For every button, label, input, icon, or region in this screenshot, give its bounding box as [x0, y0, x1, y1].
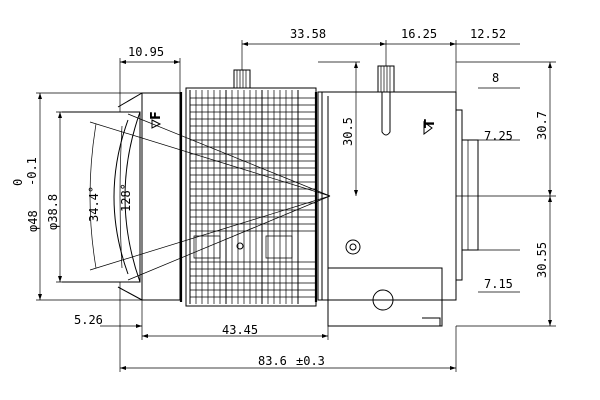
- arrowheads: [38, 42, 552, 370]
- dim-8: 8: [492, 71, 499, 85]
- dim-30-55: 30.55: [535, 242, 549, 278]
- dim-phi48-tol-top: 0: [11, 179, 25, 186]
- top-dimensions: 10.95 33.58 16.25 12.52 8: [119, 27, 520, 112]
- view-angle-lines: 34.4° 128°: [87, 113, 331, 281]
- bottom-dimensions: 5.26 43.45 83.6 ±0.3: [74, 282, 457, 372]
- dim-43-45: 43.45: [222, 323, 258, 337]
- dim-12-52: 12.52: [470, 27, 506, 41]
- dim-7-15: 7.15: [484, 277, 513, 291]
- angle-34-4-label: 34.4°: [87, 186, 101, 222]
- dim-83-6: 83.6: [258, 354, 287, 368]
- left-dimensions: φ48 0 -0.1 φ38.8: [11, 92, 142, 301]
- knurled-rings: [179, 69, 318, 307]
- dim-phi48: φ48: [26, 210, 40, 232]
- dim-30-7: 30.7: [535, 111, 549, 140]
- iris-triangle-icon: [423, 121, 433, 135]
- dim-phi38-8: φ38.8: [46, 194, 60, 230]
- front-housing: [62, 92, 181, 301]
- right-dimensions: 30.7 30.55 7.25 7.15 30.5: [318, 61, 556, 327]
- dim-30-5: 30.5: [341, 117, 355, 146]
- focus-arrow-icon: [151, 119, 162, 129]
- dim-phi48-tol-bottom: -0.1: [25, 157, 39, 186]
- dim-7-25: 7.25: [484, 129, 513, 143]
- angle-128-label: 128°: [119, 183, 133, 212]
- iris-mark: T: [423, 119, 438, 128]
- ring-marks: F T: [149, 111, 438, 135]
- dim-83-6-tolerance: ±0.3: [296, 354, 325, 368]
- rear-body: [317, 65, 479, 327]
- dim-33-58: 33.58: [290, 27, 326, 41]
- focus-mark: F: [149, 111, 164, 120]
- dim-5-26: 5.26: [74, 313, 103, 327]
- dim-10-95: 10.95: [128, 45, 164, 59]
- dim-16-25: 16.25: [401, 27, 437, 41]
